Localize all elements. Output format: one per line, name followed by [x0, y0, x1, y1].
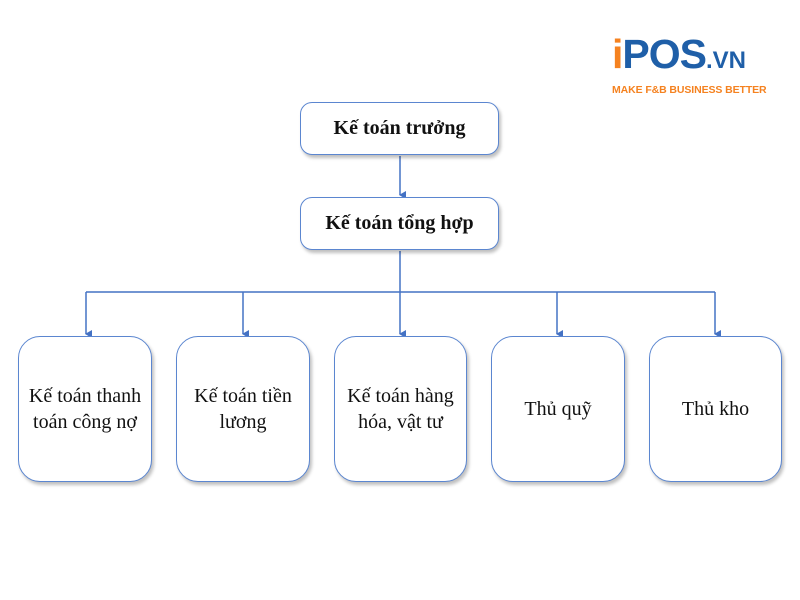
node-label: Kế toán tiền lương — [194, 385, 292, 433]
node-label: Thủ quỹ — [524, 398, 592, 420]
logo-pos: POS — [622, 31, 707, 77]
node-warehouse-keeper: Thủ kho — [649, 336, 782, 482]
node-label: Kế toán trưởng — [333, 117, 466, 139]
node-label: Kế toán thanh toán công nợ — [28, 385, 142, 433]
ipos-logo: iPOS.VN MAKE F&B BUSINESS BETTER — [612, 34, 788, 97]
node-chief-accountant: Kế toán trưởng — [300, 102, 499, 155]
node-general-accountant: Kế toán tổng hợp — [300, 197, 499, 250]
logo-vn: .VN — [706, 47, 747, 74]
node-label: Thủ kho — [681, 398, 750, 420]
node-label: Kế toán hàng hóa, vật tư — [347, 385, 454, 433]
logo-wordmark: iPOS.VN — [612, 34, 788, 81]
logo-tagline: MAKE F&B BUSINESS BETTER — [612, 84, 767, 96]
node-label: Kế toán tổng hợp — [325, 212, 474, 234]
logo-i: i — [612, 31, 623, 77]
node-cashier: Thủ quỹ — [491, 336, 625, 482]
node-payroll-accountant: Kế toán tiền lương — [176, 336, 310, 482]
node-inventory-accountant: Kế toán hàng hóa, vật tư — [334, 336, 467, 482]
node-payables-accountant: Kế toán thanh toán công nợ — [18, 336, 152, 482]
